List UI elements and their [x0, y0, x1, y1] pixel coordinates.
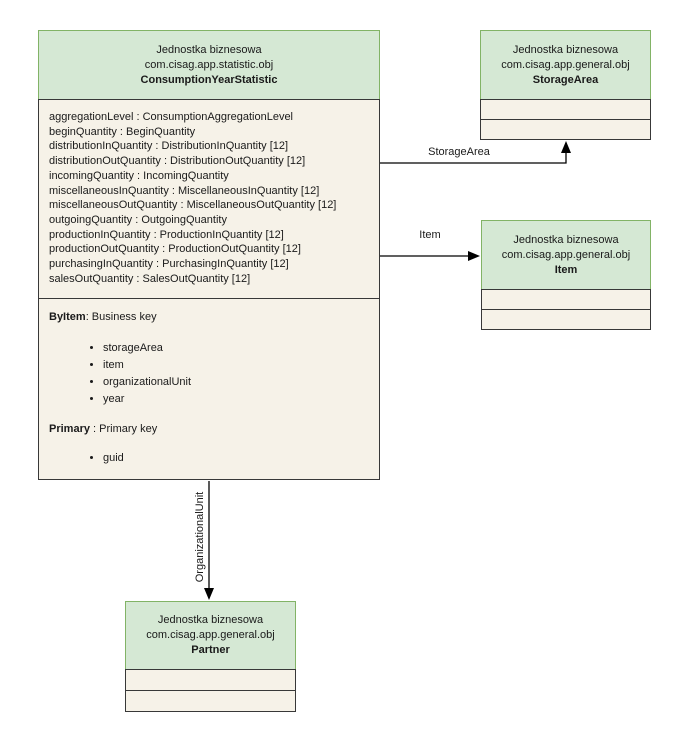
business-key-name: ByItem: [49, 311, 86, 323]
entity-package: com.cisag.app.general.obj: [146, 629, 275, 641]
entity-stereotype: Jednostka biznesowa: [513, 233, 619, 246]
entity-stereotype: Jednostka biznesowa: [156, 43, 262, 56]
entity-stereotype: Jednostka biznesowa: [512, 43, 619, 56]
attribute: beginQuantity : BeginQuantity: [49, 125, 196, 138]
entity-header: Jednostka biznesowa com.cisag.app.genera…: [125, 601, 296, 670]
key-item: guid: [103, 450, 369, 467]
attribute: outgoingQuantity : OutgoingQuantity: [49, 213, 227, 226]
primary-key-list: guid: [49, 450, 369, 467]
attribute: salesOutQuantity : SalesOutQuantity [12]: [49, 272, 251, 285]
attribute: distributionOutQuantity : DistributionOu…: [49, 155, 306, 168]
entity-consumption-year-statistic[interactable]: Jednostka biznesowa com.cisag.app.statis…: [38, 30, 380, 480]
attribute: miscellaneousInQuantity : MiscellaneousI…: [49, 184, 320, 197]
attribute: miscellaneousOutQuantity : Miscellaneous…: [49, 199, 337, 212]
entity-package: com.cisag.app.statistic.obj: [144, 58, 274, 71]
business-key-list: storageArea item organizationalUnit year: [49, 340, 369, 408]
attribute: productionOutQuantity : ProductionOutQua…: [49, 243, 301, 256]
primary-key-name: Primary: [49, 423, 90, 435]
entity-stereotype: Jednostka biznesowa: [157, 614, 264, 626]
primary-key-title: Primary : Primary key: [49, 422, 369, 437]
empty-compartment: [480, 119, 651, 140]
entity-name: ConsumptionYearStatistic: [140, 73, 278, 86]
key-item: organizationalUnit: [103, 374, 369, 391]
edge-label-organizational-unit: OrganizationalUnit: [194, 491, 206, 583]
entity-name: Item: [554, 263, 578, 276]
entity-name: Partner: [191, 644, 230, 656]
empty-compartment: [481, 289, 651, 310]
entity-item[interactable]: Jednostka biznesowa com.cisag.app.genera…: [481, 220, 651, 330]
entity-partner[interactable]: Jednostka biznesowa com.cisag.app.genera…: [125, 601, 296, 712]
primary-key-desc: : Primary key: [89, 423, 158, 435]
key-item: item: [103, 357, 369, 374]
empty-compartment: [481, 309, 651, 330]
key-item: storageArea: [103, 340, 369, 357]
attribute: aggregationLevel : ConsumptionAggregatio…: [49, 111, 294, 123]
entity-header: Jednostka biznesowa com.cisag.app.statis…: [38, 30, 380, 100]
key-item: year: [103, 391, 369, 408]
edge-label-storage-area: StorageArea: [404, 146, 514, 159]
entity-package: com.cisag.app.general.obj: [501, 248, 631, 261]
edge-label-item: Item: [400, 229, 460, 242]
attribute: distributionInQuantity : DistributionInQ…: [49, 140, 289, 153]
empty-compartment: [125, 690, 296, 712]
item-edge: [380, 251, 480, 261]
empty-compartment: [480, 99, 651, 120]
attribute: incomingQuantity : IncomingQuantity: [49, 169, 229, 182]
empty-compartment: [125, 669, 296, 691]
keys-section: ByItem: Business key storageArea item or…: [38, 298, 380, 480]
attribute: purchasingInQuantity : PurchasingInQuant…: [49, 258, 289, 271]
entity-name: StorageArea: [532, 73, 599, 86]
business-key-desc: : Business key: [85, 311, 157, 323]
business-key-title: ByItem: Business key: [49, 310, 369, 325]
entity-header: Jednostka biznesowa com.cisag.app.genera…: [481, 220, 651, 290]
entity-header: Jednostka biznesowa com.cisag.app.genera…: [480, 30, 651, 100]
entity-storage-area[interactable]: Jednostka biznesowa com.cisag.app.genera…: [480, 30, 651, 140]
attribute: productionInQuantity : ProductionInQuant…: [49, 228, 284, 241]
attributes-section: aggregationLevel : ConsumptionAggregatio…: [38, 99, 380, 299]
entity-package: com.cisag.app.general.obj: [501, 58, 630, 71]
